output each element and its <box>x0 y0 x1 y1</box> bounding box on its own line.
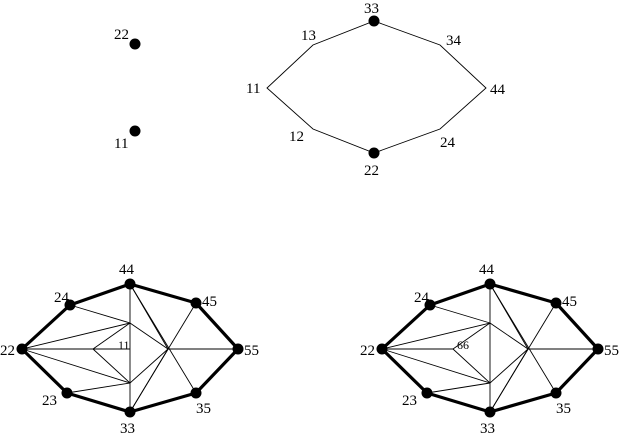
vertex-label-33: 33 <box>364 1 379 17</box>
vertex-dot-23 <box>61 387 73 399</box>
vertex-label-23: 23 <box>42 393 57 409</box>
panel-top-right: 33 34 44 24 22 12 11 13 <box>246 1 506 179</box>
vertex-label-33: 33 <box>480 421 495 436</box>
vertex-label-13: 13 <box>301 28 316 44</box>
vertex-dot-11 <box>129 125 141 137</box>
vertex-dot-45 <box>190 297 202 309</box>
vertex-dot-23 <box>421 387 433 399</box>
vertex-label-55: 55 <box>244 343 259 359</box>
vertex-label-44: 44 <box>490 82 506 98</box>
vertex-label-22: 22 <box>364 163 379 179</box>
vertex-dot-24 <box>424 299 436 311</box>
vertex-label-24: 24 <box>440 135 456 151</box>
vertex-label-22: 22 <box>0 343 15 359</box>
vertex-label-35: 35 <box>196 401 211 417</box>
vertex-label-33: 33 <box>120 421 135 436</box>
vertex-label-22: 22 <box>360 343 375 359</box>
center-label-66: 66 <box>457 338 469 352</box>
vertex-dot-22 <box>368 147 380 159</box>
vertex-label-11: 11 <box>114 136 128 152</box>
vertex-label-24: 24 <box>414 290 430 306</box>
vertex-label-44: 44 <box>479 262 495 278</box>
vertex-dot-45 <box>550 297 562 309</box>
panel-top-left: 22 11 <box>114 27 141 152</box>
vertex-label-35: 35 <box>556 401 571 417</box>
vertex-label-24: 24 <box>54 290 70 306</box>
vertex-dot-35 <box>190 387 202 399</box>
vertex-dot-33 <box>124 406 136 418</box>
vertex-dot-22 <box>129 38 141 50</box>
panel-bottom-left: 44 45 55 35 33 23 22 24 11 <box>0 262 259 436</box>
vertex-dot-44 <box>124 278 136 290</box>
vertex-dot-22 <box>376 343 388 355</box>
vertex-label-11: 11 <box>246 81 260 97</box>
vertex-label-22: 22 <box>114 27 129 43</box>
interior-edges <box>21 283 238 413</box>
vertex-dot-55 <box>592 343 604 355</box>
center-label-11: 11 <box>118 338 130 352</box>
vertex-label-12: 12 <box>289 129 304 145</box>
panel-bottom-right: 44 45 55 35 33 23 22 24 66 <box>360 262 619 436</box>
vertex-label-45: 45 <box>562 294 577 310</box>
vertex-label-44: 44 <box>119 262 135 278</box>
vertex-dot-44 <box>484 278 496 290</box>
vertex-dot-35 <box>550 387 562 399</box>
vertex-dot-33 <box>368 15 380 27</box>
vertex-dot-22 <box>16 343 28 355</box>
vertex-label-23: 23 <box>402 393 417 409</box>
vertex-dot-33 <box>484 406 496 418</box>
vertex-label-55: 55 <box>604 343 619 359</box>
vertex-dot-24 <box>64 299 76 311</box>
vertex-label-34: 34 <box>446 33 462 49</box>
vertex-dot-55 <box>232 343 244 355</box>
vertex-label-45: 45 <box>202 294 217 310</box>
